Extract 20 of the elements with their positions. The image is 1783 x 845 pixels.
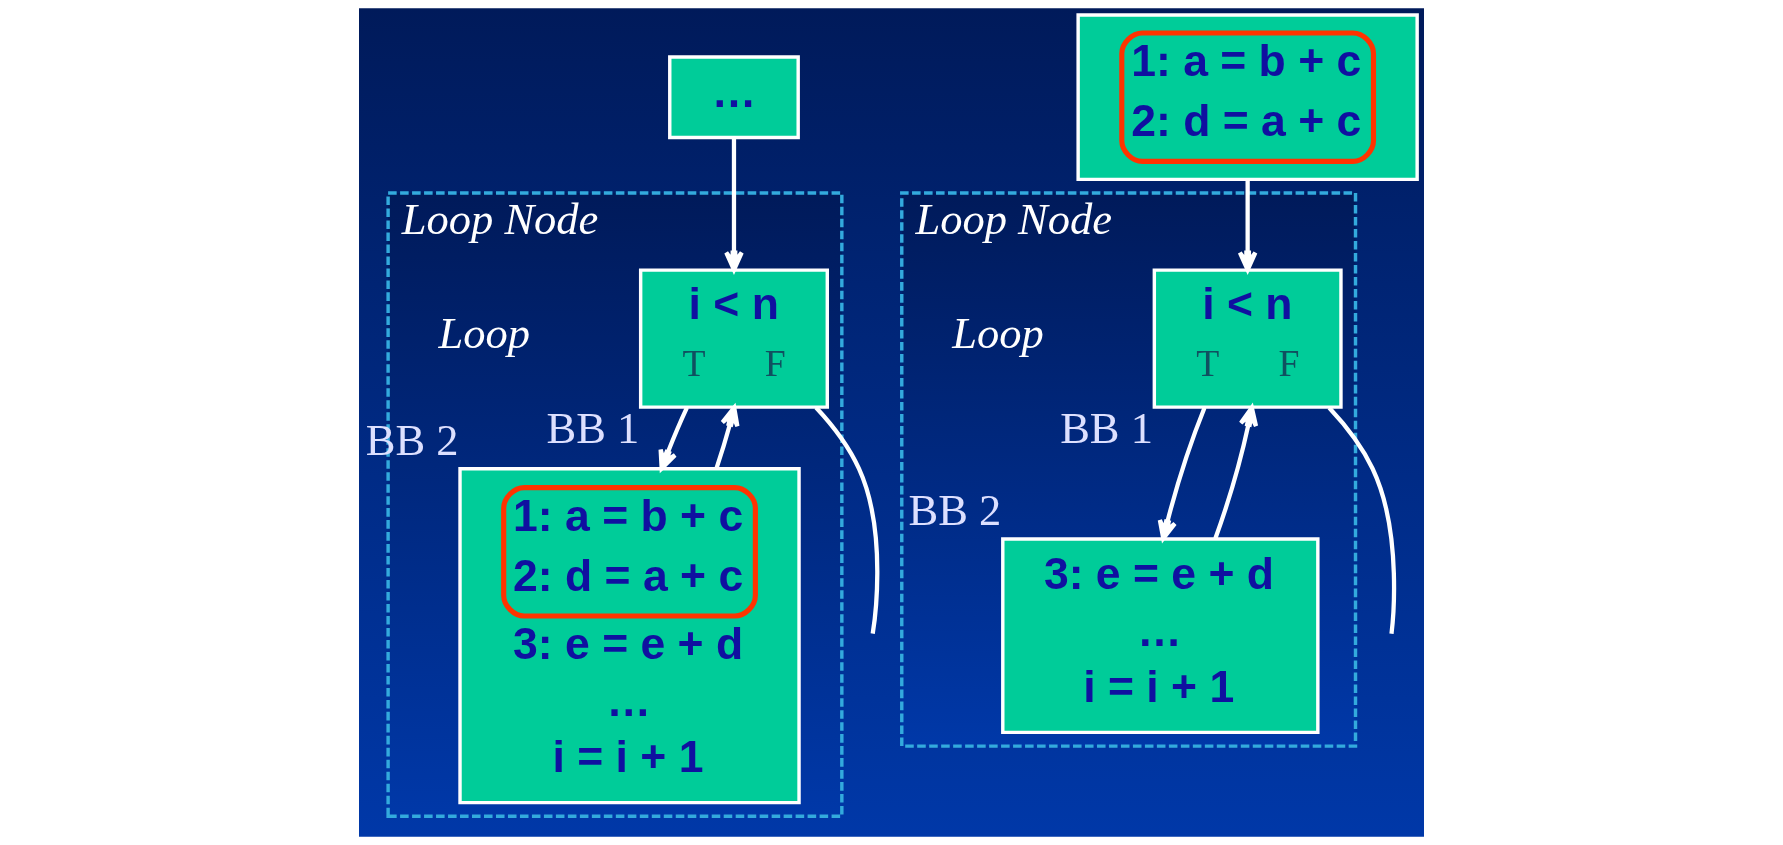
connector (1327, 406, 1397, 634)
node-label: BB 2 (365, 414, 459, 465)
node-label: BB 1 (546, 402, 640, 453)
arrow (1213, 405, 1259, 540)
arrow (1237, 179, 1258, 272)
node-box: i < n T F (1152, 268, 1343, 409)
node-box: 3: e = e + d … i = i + 1 (1001, 537, 1320, 735)
node-box: 1: a = b + c 2: d = a + c (1076, 13, 1419, 182)
label: Loop (952, 307, 1044, 358)
node-box: i < n T F (638, 268, 829, 409)
arrow (1157, 406, 1207, 541)
node-label: BB 1 (1060, 402, 1153, 453)
connector (814, 406, 880, 634)
node-box: 1: a = b + c 2: d = a + c 3: e = e + d … i = i + 1 (458, 467, 801, 805)
node-label: BB 2 (908, 484, 1002, 535)
arrow (724, 137, 744, 272)
arrow (714, 405, 740, 470)
arrow (658, 406, 689, 471)
label: Loop (438, 307, 531, 358)
node-box: … (668, 55, 800, 140)
